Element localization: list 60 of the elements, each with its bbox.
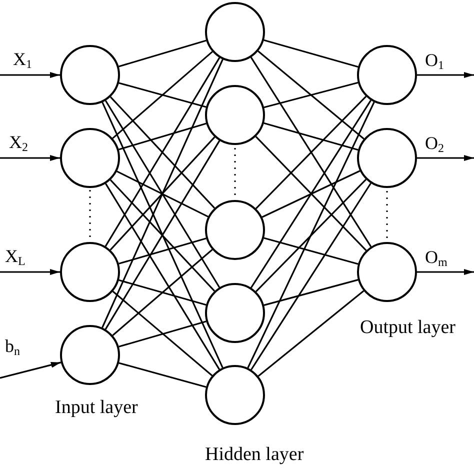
connection-line bbox=[264, 237, 358, 265]
neuron-circle bbox=[205, 2, 265, 62]
layer-label: Hidden layer bbox=[205, 445, 304, 464]
connection-line bbox=[104, 57, 220, 247]
connection-line bbox=[255, 136, 367, 251]
neuron-circle bbox=[205, 85, 265, 145]
neuron-circle bbox=[357, 128, 417, 188]
arrow bbox=[417, 269, 474, 275]
neuron-circle bbox=[205, 200, 265, 260]
signal-label: O$_{2}$ bbox=[424, 134, 445, 154]
arrow bbox=[0, 362, 62, 379]
connection-line bbox=[118, 320, 206, 348]
connection-line bbox=[104, 140, 220, 330]
arrow bbox=[417, 155, 474, 161]
connection-line bbox=[118, 279, 206, 306]
connection-line bbox=[104, 183, 220, 370]
arrow bbox=[0, 155, 60, 161]
connection-line bbox=[102, 59, 224, 328]
signal-label: X$_{1}$ bbox=[12, 50, 33, 70]
signal-label: X$_{L}$ bbox=[4, 247, 26, 267]
signal-label: b$_{n}$ bbox=[4, 337, 21, 357]
connection-line bbox=[112, 290, 213, 376]
connection-line bbox=[247, 102, 375, 368]
layer-label: Input layer bbox=[55, 398, 138, 417]
connection-line bbox=[118, 362, 206, 388]
connection-line bbox=[255, 178, 367, 292]
connection-line bbox=[118, 122, 206, 150]
connection-line bbox=[250, 182, 372, 370]
neuron-circle bbox=[60, 128, 120, 188]
connection-line bbox=[264, 39, 358, 68]
neuron-circle bbox=[205, 283, 265, 343]
connection-line bbox=[264, 122, 358, 151]
signal-label: O$_{m}$ bbox=[424, 248, 448, 268]
connection-line bbox=[116, 170, 208, 218]
connection-line bbox=[104, 100, 220, 288]
connection-line bbox=[112, 248, 213, 336]
connection-line bbox=[250, 56, 372, 248]
arrow bbox=[417, 72, 474, 78]
connection-line bbox=[262, 170, 360, 218]
neuron-circle bbox=[205, 365, 265, 425]
connection-line bbox=[255, 96, 367, 210]
connection-line bbox=[110, 179, 216, 292]
connection-line bbox=[118, 40, 206, 68]
connection-line bbox=[102, 102, 224, 368]
connection-line bbox=[118, 82, 206, 108]
connection-line bbox=[112, 51, 213, 139]
connection-line bbox=[110, 136, 216, 250]
connection-line bbox=[118, 238, 206, 264]
connection-line bbox=[110, 96, 216, 209]
connection-line bbox=[258, 50, 364, 140]
signal-label: O$_{1}$ bbox=[424, 51, 445, 71]
arrow bbox=[0, 269, 60, 275]
neuron-circle bbox=[60, 242, 120, 302]
connection-line bbox=[264, 82, 358, 108]
connection-line bbox=[250, 100, 372, 288]
connection-line bbox=[258, 290, 364, 377]
signal-label: X$_{2}$ bbox=[8, 133, 29, 153]
connection-line bbox=[264, 279, 358, 306]
arrow bbox=[0, 72, 60, 78]
layer-label: Output layer bbox=[360, 318, 456, 337]
